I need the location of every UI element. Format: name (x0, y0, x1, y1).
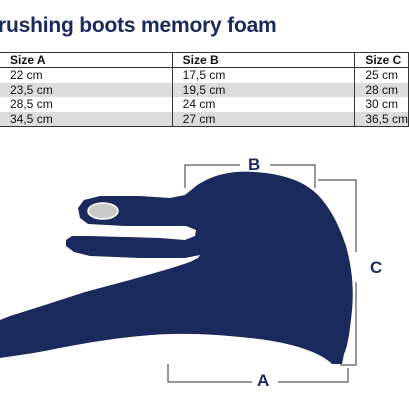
cell-size-b: 27 cm (171, 111, 356, 128)
dimension-c-bracket (318, 179, 357, 366)
cell-size-c: 28 cm (354, 82, 409, 98)
page-title: rushing boots memory foam (0, 14, 277, 37)
toe-oval (87, 202, 119, 220)
cell-size-a: 23,5 cm (0, 82, 173, 98)
header-size-a: Size A (0, 51, 173, 69)
dimension-a-bracket (167, 364, 349, 383)
header-size-c: Size C (354, 51, 409, 69)
cell-size-b: 19,5 cm (171, 82, 356, 98)
dimension-b-label: B (248, 155, 261, 174)
cell-size-a: 22 cm (0, 67, 173, 83)
table-row: 23,5 cm 19,5 cm 28 cm (0, 82, 409, 98)
dimension-a-label: A (257, 371, 270, 390)
dimension-b-bracket (184, 164, 316, 188)
boot-silhouette (0, 171, 353, 364)
size-table: Size A Size B Size C 22 cm 17,5 cm 25 cm… (0, 51, 409, 128)
cell-size-b: 24 cm (171, 97, 356, 112)
cell-size-a: 34,5 cm (0, 111, 173, 128)
cell-size-b: 17,5 cm (171, 67, 356, 83)
dimension-c-label: C (370, 258, 383, 277)
table-header-row: Size A Size B Size C (0, 51, 409, 69)
cell-size-c: 36,5 cm (354, 111, 409, 128)
cell-size-c: 30 cm (354, 97, 409, 112)
header-size-b: Size B (171, 51, 356, 69)
table-row: 34,5 cm 27 cm 36,5 cm (0, 111, 409, 128)
table-row: 28,5 cm 24 cm 30 cm (0, 97, 409, 112)
cell-size-c: 25 cm (354, 67, 409, 83)
boot-diagram (0, 164, 357, 383)
table-row: 22 cm 17,5 cm 25 cm (0, 67, 409, 83)
